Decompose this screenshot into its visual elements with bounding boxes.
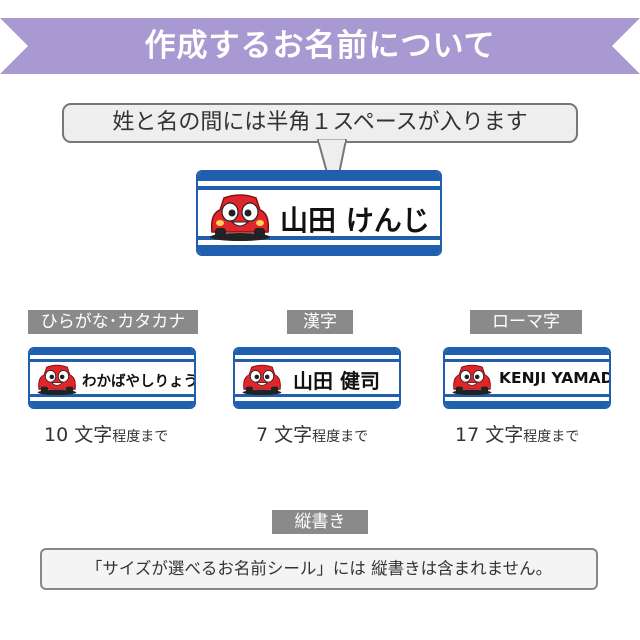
kanji-char-limit: 7 文字程度まで [256, 424, 369, 446]
header-ribbon [0, 18, 640, 74]
romaji-char-limit: 17 文字程度まで [455, 424, 580, 446]
kana-sample-name: わかばやしりょうすけ [82, 374, 194, 390]
car-icon [210, 194, 270, 241]
kanji-sample-label: 山田 健司 [233, 347, 401, 409]
tag-kana: ひらがな･カタカナ [28, 310, 198, 334]
car-icon [242, 364, 282, 396]
vertical-note: 「サイズが選べるお名前シール」には 縦書きは含まれません。 [40, 548, 598, 590]
romaji-sample-name: KENJI YAMADA [499, 369, 609, 387]
car-icon [37, 364, 77, 396]
bubble-text: 姓と名の間には半角１スペースが入ります [112, 110, 528, 135]
main-label-name: 山田 けんじ [280, 204, 430, 237]
kana-sample-label: わかばやしりょうすけ [28, 347, 196, 409]
main-name-label: 山田 けんじ [196, 170, 442, 256]
romaji-sample-label: KENJI YAMADA [443, 347, 611, 409]
kanji-sample-name: 山田 健司 [293, 369, 380, 393]
kana-char-limit: 10 文字程度まで [44, 424, 169, 446]
tag-vertical: 縦書き [272, 510, 368, 534]
tag-romaji: ローマ字 [470, 310, 582, 334]
car-icon [452, 364, 492, 396]
tag-kanji: 漢字 [287, 310, 353, 334]
page-title: 作成するお名前について [144, 28, 496, 64]
